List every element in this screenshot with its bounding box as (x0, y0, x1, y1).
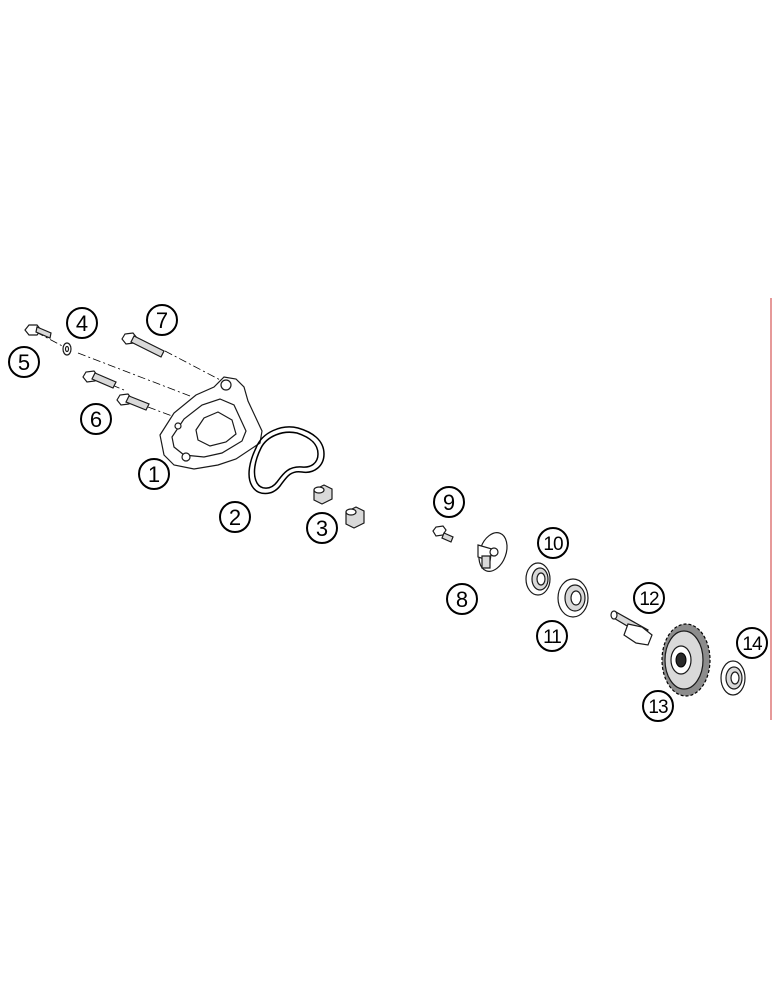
callout-11: 11 (536, 620, 568, 652)
svg-text:1: 1 (148, 462, 160, 487)
callout-8: 8 (446, 583, 478, 615)
part-4-washer (62, 342, 72, 356)
svg-text:5: 5 (18, 350, 30, 375)
svg-text:14: 14 (742, 634, 763, 655)
callout-13: 13 (642, 690, 674, 722)
part-14-bearing (720, 660, 746, 696)
part-13-gear (661, 623, 711, 697)
part-8-impeller (477, 532, 508, 572)
part-1-pump-cover (159, 376, 263, 470)
svg-text:9: 9 (443, 490, 455, 515)
svg-text:7: 7 (156, 308, 168, 333)
part-2-gasket (248, 426, 325, 495)
part-10-bearing (525, 562, 551, 596)
part-11-bearing (557, 578, 589, 618)
svg-text:13: 13 (648, 697, 668, 718)
svg-text:3: 3 (316, 516, 328, 541)
part-9-screw (432, 525, 454, 543)
callout-1: 1 (138, 458, 170, 490)
callout-14: 14 (736, 627, 768, 659)
callout-6: 6 (80, 403, 112, 435)
part-3-dowel-sleeves (313, 484, 365, 529)
part-12-shaft (610, 610, 653, 646)
svg-text:10: 10 (543, 534, 563, 555)
callout-12: 12 (633, 582, 665, 614)
part-5-bolt (24, 324, 52, 339)
callout-2: 2 (219, 501, 251, 533)
callout-3: 3 (306, 512, 338, 544)
callout-4: 4 (66, 307, 98, 339)
svg-text:12: 12 (639, 589, 659, 610)
callout-10: 10 (537, 527, 569, 559)
callout-7: 7 (146, 304, 178, 336)
part-7-long-bolt (121, 332, 165, 358)
svg-text:4: 4 (76, 311, 88, 336)
callout-9: 9 (433, 486, 465, 518)
svg-text:11: 11 (543, 627, 561, 648)
part-6-bolts (82, 370, 150, 411)
svg-text:6: 6 (90, 407, 102, 432)
svg-text:8: 8 (456, 587, 468, 612)
svg-text:2: 2 (229, 505, 241, 530)
callout-5: 5 (8, 346, 40, 378)
